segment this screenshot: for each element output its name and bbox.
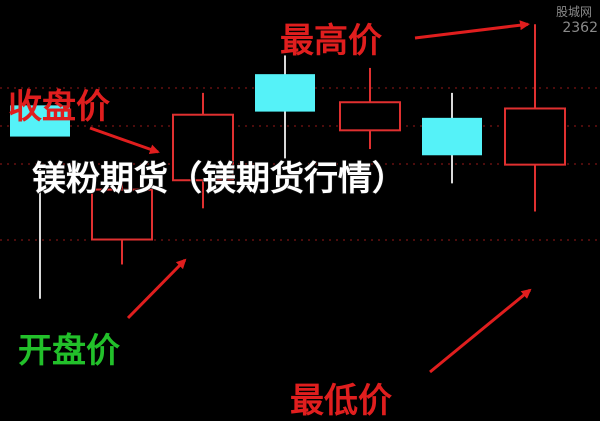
candles-group bbox=[10, 24, 566, 299]
candle bbox=[91, 170, 153, 265]
candle-body bbox=[504, 107, 566, 166]
high-price-label: 最高价 bbox=[280, 21, 382, 61]
candle-body bbox=[10, 105, 70, 137]
candle-body bbox=[172, 113, 234, 182]
high-arrow bbox=[414, 20, 530, 40]
watermark: 股城网 bbox=[556, 5, 592, 19]
close-price-label: 收盘价 bbox=[8, 87, 110, 127]
candle-body bbox=[255, 74, 315, 112]
candle-body bbox=[91, 188, 153, 241]
candle bbox=[422, 92, 482, 184]
candle-body bbox=[339, 101, 401, 132]
candle bbox=[255, 55, 315, 159]
annotation-arrows bbox=[89, 20, 532, 374]
price-readout: 2362 bbox=[562, 20, 598, 36]
candle bbox=[172, 92, 234, 209]
candle bbox=[10, 105, 70, 299]
candle-body bbox=[422, 117, 482, 156]
low-price-label: 最低价 bbox=[290, 381, 392, 421]
close-arrow bbox=[89, 126, 160, 155]
open-price-label: 开盘价 bbox=[18, 331, 120, 371]
open-arrow bbox=[126, 258, 187, 320]
candle bbox=[504, 24, 566, 212]
low-arrow bbox=[429, 288, 532, 374]
overlay-title: 镁粉期货（镁期货行情） bbox=[32, 159, 406, 199]
candle bbox=[339, 67, 401, 150]
